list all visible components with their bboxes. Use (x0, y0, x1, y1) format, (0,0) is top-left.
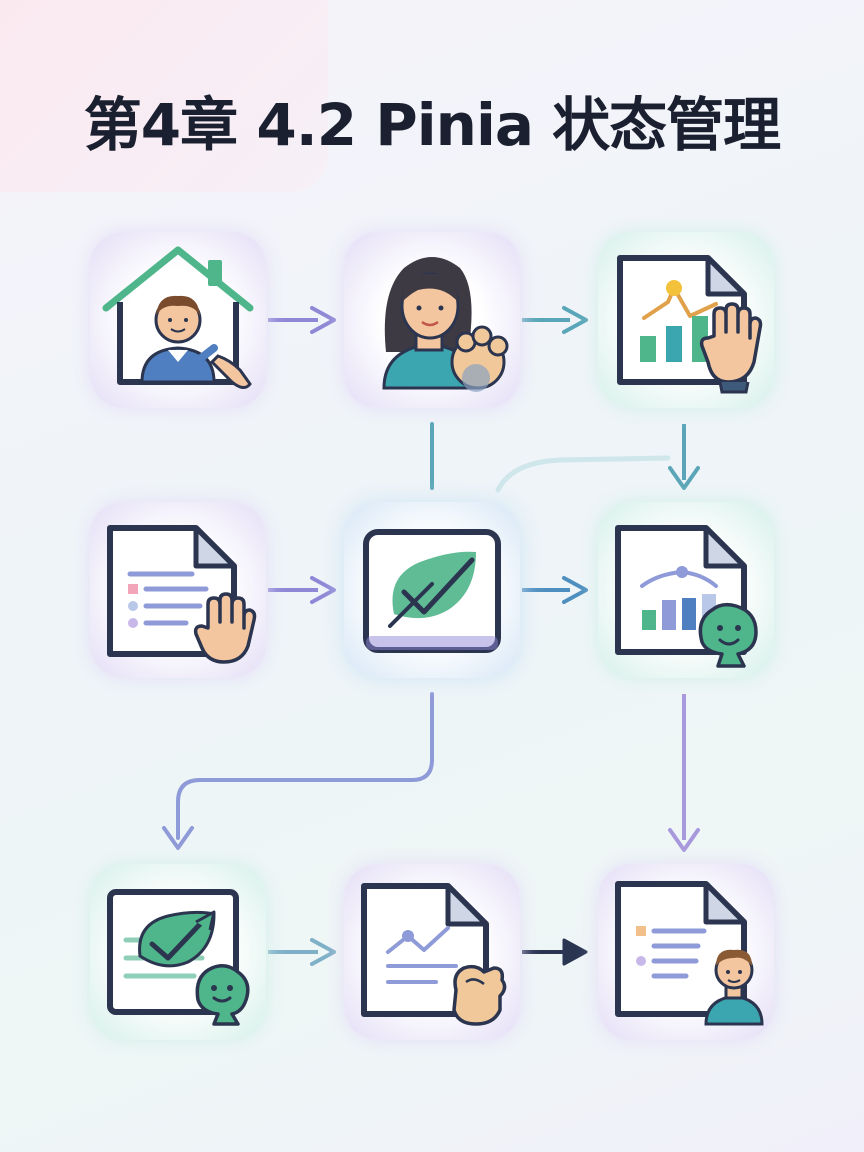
list-document-user-icon (615, 881, 764, 1026)
house-user-icon (102, 246, 254, 389)
tile-document-list (90, 502, 266, 678)
tile-chart-document (598, 232, 774, 408)
person-with-hand-icon (382, 257, 509, 392)
arrow-r3-a (268, 938, 336, 966)
arrow-r2-r3-elbow (162, 692, 434, 850)
arrow-r3-b (522, 938, 588, 966)
tile-leaf-check (344, 502, 520, 678)
page-title: 第4章 4.2 Pinia 状态管理 (83, 91, 781, 159)
arrow-r2-b (522, 576, 588, 604)
trend-document-hand-icon (361, 883, 507, 1026)
tile-chart-mascot (598, 502, 774, 678)
arrow-r1-r2-right (668, 424, 700, 490)
tile-house-user (90, 232, 266, 408)
tile-person-hand (344, 232, 520, 408)
arrow-r1-a (268, 306, 336, 334)
tile-leaf-document (90, 864, 266, 1040)
arrow-r1-b (522, 306, 588, 334)
tile-trend-document (344, 864, 520, 1040)
document-list-hand-icon (107, 525, 257, 664)
leaf-document-mascot-icon (107, 889, 250, 1026)
chart-document-hand-icon (617, 255, 763, 394)
chart-document-mascot-icon (615, 525, 758, 668)
arrow-r2-r3-right (668, 694, 700, 852)
connector-faint-curve (495, 455, 671, 493)
arrow-r2-a (268, 576, 336, 604)
tile-list-document-user (598, 864, 774, 1040)
leaf-check-icon (363, 529, 501, 653)
title-background (0, 0, 328, 192)
